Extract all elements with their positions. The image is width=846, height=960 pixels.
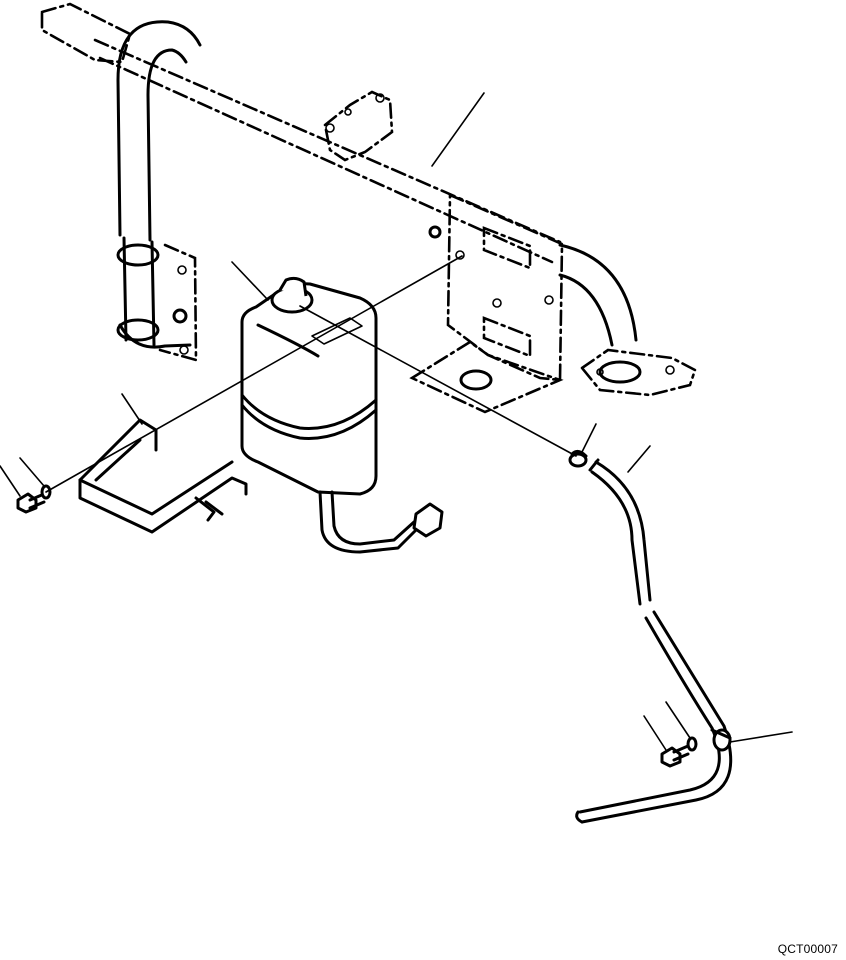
drawing-code: QCT00007 xyxy=(777,942,838,956)
callout-washer-left xyxy=(19,457,45,487)
callout-bracket xyxy=(121,393,143,425)
hose-clamp-icon xyxy=(568,449,588,468)
callout-frame xyxy=(431,92,485,167)
callout-bolt-left xyxy=(0,465,21,497)
washer-tank-icon xyxy=(240,276,444,554)
bolt-icon xyxy=(16,492,46,514)
rops-frame-icon xyxy=(40,2,697,414)
washer-icon-lower xyxy=(686,736,698,752)
washer-hose-icon xyxy=(575,458,733,824)
callout-hose-end xyxy=(729,731,793,743)
callout-washer-right xyxy=(665,701,691,739)
callout-bolt-right xyxy=(643,715,667,751)
callout-clamp xyxy=(581,423,597,453)
tank-support-bracket-icon xyxy=(78,418,248,534)
callout-hose xyxy=(627,445,651,473)
alignment-line-bolt xyxy=(45,255,463,493)
callout-lines xyxy=(0,92,793,751)
alignment-line-clamp xyxy=(299,305,577,457)
callout-tank xyxy=(231,261,269,301)
bolt-icon-lower xyxy=(660,744,690,768)
